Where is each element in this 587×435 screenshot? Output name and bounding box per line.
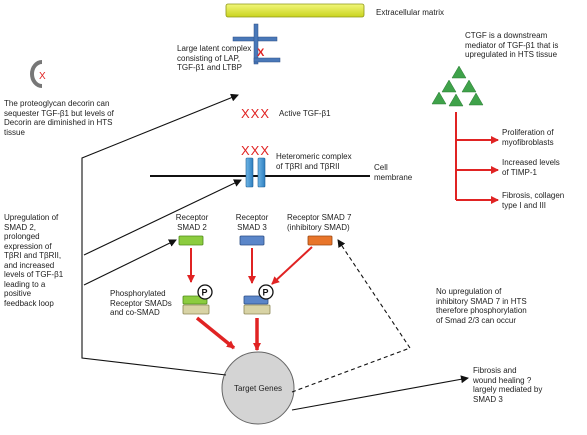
smad7-label: Receptor SMAD 7 (inhibitory SMAD) bbox=[287, 213, 352, 232]
phospho-circle-left bbox=[197, 284, 213, 300]
phosphorylated-label: Phosphorylated Receptor SMADs and co-SMA… bbox=[110, 289, 172, 317]
cosmad-left-box bbox=[182, 304, 210, 315]
outcome-proliferation: Proliferation of myofibroblasts bbox=[502, 128, 554, 147]
ctgf-triangles bbox=[431, 65, 484, 107]
outcome-fibrosis: Fibrosis, collagen type I and III bbox=[502, 191, 565, 210]
outcome-timp1: Increased levels of TIMP-1 bbox=[502, 158, 560, 177]
phospho-p-right: P bbox=[263, 288, 269, 298]
smad3-box bbox=[239, 235, 265, 246]
latent-complex-label: Large latent complex consisting of LAP, … bbox=[177, 44, 252, 72]
heteromeric-label: Heteromeric complex of TβRI and TβRII bbox=[276, 152, 352, 171]
target-genes-circle bbox=[221, 351, 295, 425]
smad-red-arrows bbox=[187, 246, 313, 285]
smad7-dashed-arrow bbox=[291, 239, 411, 393]
active-tgf-label: Active TGF-β1 bbox=[279, 109, 331, 118]
target-red-arrows bbox=[195, 316, 261, 351]
fibrosis-healing-label: Fibrosis and wound healing ? largely med… bbox=[473, 366, 543, 404]
extracellular-matrix-bar bbox=[225, 3, 365, 18]
cosmad-right-box bbox=[243, 304, 271, 315]
feedback-arrows bbox=[81, 93, 469, 411]
receptor-xxx: XXX bbox=[241, 143, 270, 158]
active-tgf-xxx: XXX bbox=[241, 106, 270, 121]
extracellular-matrix-label: Extracellular matrix bbox=[376, 8, 445, 17]
smad7-box bbox=[307, 235, 333, 246]
no-upregulation-label: No upregulation of inhibitory SMAD 7 in … bbox=[436, 287, 527, 325]
decorin-icon bbox=[30, 60, 43, 88]
target-genes-label: Target Genes bbox=[233, 384, 283, 393]
latent-x-mark: X bbox=[257, 47, 265, 59]
decorin-x-mark: X bbox=[39, 71, 46, 82]
receptor-tbri bbox=[245, 157, 254, 188]
smad2-label: Receptor SMAD 2 bbox=[175, 213, 209, 232]
latent-complex-icon bbox=[232, 23, 281, 65]
decorin-label: The proteoglycan decorin can sequester T… bbox=[4, 99, 114, 137]
upregulation-label: Upregulation of SMAD 2, prolonged expres… bbox=[4, 213, 64, 308]
phospho-p-left: P bbox=[202, 288, 208, 298]
cell-membrane-label: Cell membrane bbox=[374, 163, 413, 182]
smad3-label: Receptor SMAD 3 bbox=[235, 213, 269, 232]
ctgf-outcome-tree bbox=[455, 112, 499, 204]
phospho-circle-right bbox=[258, 284, 274, 300]
receptor-tbrii bbox=[257, 157, 266, 188]
ctgf-label: CTGF is a downstream mediator of TGF-β1 … bbox=[465, 31, 559, 59]
smad2-box bbox=[178, 235, 204, 246]
